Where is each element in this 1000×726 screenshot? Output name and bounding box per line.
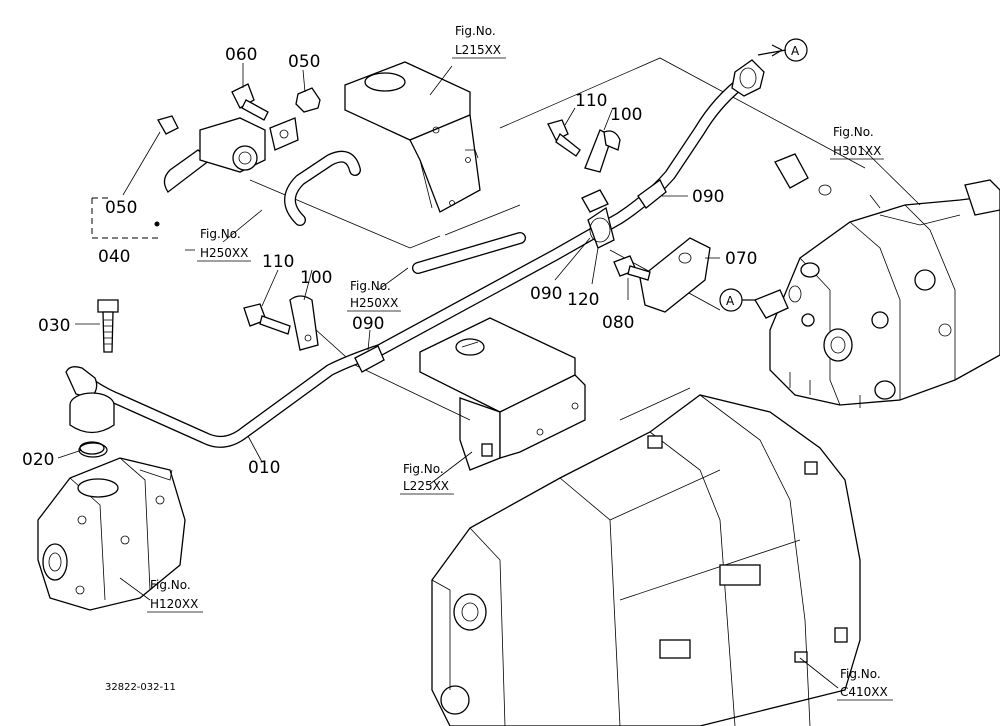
connector-a-top-label: A [791,44,800,58]
callout-100-top: 100 [610,105,642,125]
callout-010: 010 [248,458,280,478]
transmission-c410-drawing [431,394,861,726]
figref-h250-left: Fig.No. H250XX [197,227,251,262]
callout-120: 120 [567,290,599,310]
figref-c410-code: C410XX [840,685,888,699]
figref-h120-prefix: Fig.No. [150,578,191,592]
callout-090-mid: 090 [530,284,562,304]
figref-l215-prefix: Fig.No. [455,24,496,38]
figref-l215-code: L215XX [455,43,501,57]
figref-h120: Fig.No. H120XX [147,578,203,613]
figref-l225-code: L225XX [403,479,449,493]
connector-a-mid: A [719,288,743,312]
figure-references: Fig.No. L215XX Fig.No. H301XX Fig.No. H2… [147,24,893,701]
o-ring-020 [78,442,108,458]
callout-090-low: 090 [352,314,384,334]
clamp-plates [289,129,711,351]
hose-h250 [284,150,526,274]
connector-a-top: A [784,38,808,62]
hydraulic-pump-h120-drawing [37,457,186,611]
figref-c410: Fig.No. C410XX [837,667,893,701]
figref-h250-mid: Fig.No. H250XX [347,279,401,312]
figref-h301-prefix: Fig.No. [833,125,874,139]
figref-l215: Fig.No. L215XX [452,24,506,59]
callout-050-left: 050 [105,198,137,218]
connector-a-mid-label: A [726,294,735,308]
figref-l225-prefix: Fig.No. [403,462,444,476]
callout-060: 060 [225,45,257,65]
callout-100-mid: 100 [300,268,332,288]
callout-050-top: 050 [288,52,320,72]
bracket-l215-drawing [344,61,481,213]
callout-080: 080 [602,313,634,333]
valve-assembly-040 [154,117,299,227]
figref-c410-prefix: Fig.No. [840,667,881,681]
figref-l225: Fig.No. L225XX [400,462,454,495]
figref-h250-mid-code: H250XX [350,296,398,310]
diagram-caption: 32822-032-11 [105,682,176,693]
bracket-l225-drawing [419,317,586,471]
figref-h250-mid-prefix: Fig.No. [350,279,391,293]
figref-h301: Fig.No. H301XX [830,125,884,160]
callout-110-top: 110 [575,91,607,111]
callout-070: 070 [725,249,757,269]
bolts [97,83,832,353]
callout-020: 020 [22,450,54,470]
callout-labels: 060 050 050 040 110 100 090 070 090 120 … [22,45,757,478]
callout-090-right: 090 [692,187,724,207]
callout-030: 030 [38,316,70,336]
control-valve-h301-drawing [769,179,1000,408]
leader-lines [57,44,921,689]
callout-040: 040 [98,247,130,267]
figref-h120-code: H120XX [150,597,198,611]
figref-h301-code: H301XX [833,144,881,158]
figref-h250-left-code: H250XX [200,246,248,260]
pipe-fittings [65,59,765,455]
callout-110-mid: 110 [262,252,294,272]
figref-h250-left-prefix: Fig.No. [200,227,241,241]
